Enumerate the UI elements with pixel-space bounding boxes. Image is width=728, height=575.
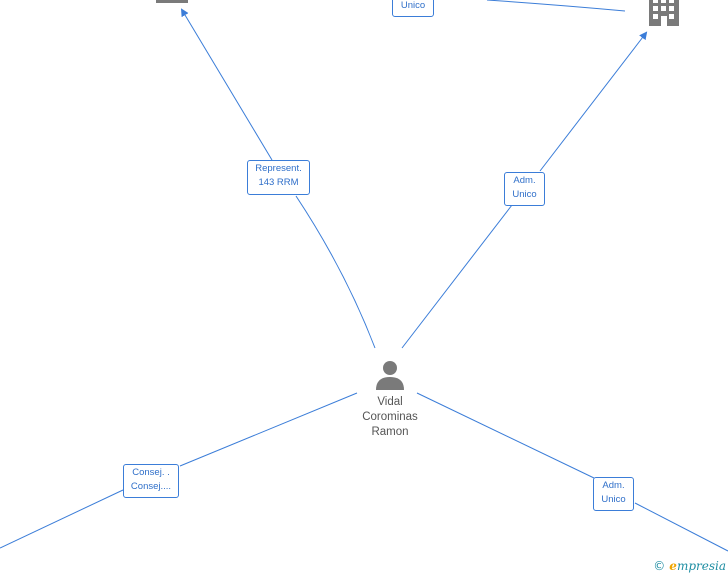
- edge-label-line: 143 RRM: [258, 177, 299, 188]
- edge-represent: [182, 10, 376, 349]
- edge-label-consej[interactable]: Consej. . Consej....: [123, 464, 179, 498]
- edge-label-line: Consej....: [130, 481, 172, 492]
- brand-initial: e: [669, 559, 677, 573]
- edge-label-represent[interactable]: Represent. 143 RRM: [247, 160, 310, 195]
- edge-top-partial: [486, 0, 626, 12]
- edge-label-line: Adm.: [602, 480, 625, 491]
- brand-watermark: ©empresia: [653, 559, 726, 573]
- edge-adm-top: [401, 33, 646, 349]
- edge-label-line: Unico: [512, 189, 537, 200]
- building-icon[interactable]: [649, 0, 679, 26]
- person-node[interactable]: Vidal Corominas Ramon: [350, 360, 430, 440]
- edge-label-adm-top[interactable]: Adm. Unico: [504, 172, 545, 206]
- brand-name: mpresia: [676, 559, 726, 573]
- copyright-icon: ©: [653, 559, 666, 573]
- edge-label-adm-right[interactable]: Adm. Unico: [593, 477, 634, 511]
- edge-label-line: Represent.: [255, 163, 302, 174]
- person-name-line: Ramon: [371, 426, 409, 438]
- person-name-line: Corominas: [362, 411, 418, 423]
- edge-label-line: Consej. .: [132, 467, 170, 478]
- edge-label-line: Adm.: [513, 175, 536, 186]
- edge-label-line: Unico: [601, 494, 626, 505]
- edge-consej: [0, 392, 358, 549]
- person-name-line: Vidal: [377, 396, 403, 408]
- edge-label-line: Unico: [400, 0, 426, 11]
- person-icon: [376, 361, 404, 390]
- edge-label-top-partial[interactable]: Unico: [392, 0, 434, 17]
- person-name: Vidal Corominas Ramon: [350, 395, 430, 440]
- building-icon[interactable]: [156, 0, 188, 3]
- edge-adm-right: [416, 392, 728, 552]
